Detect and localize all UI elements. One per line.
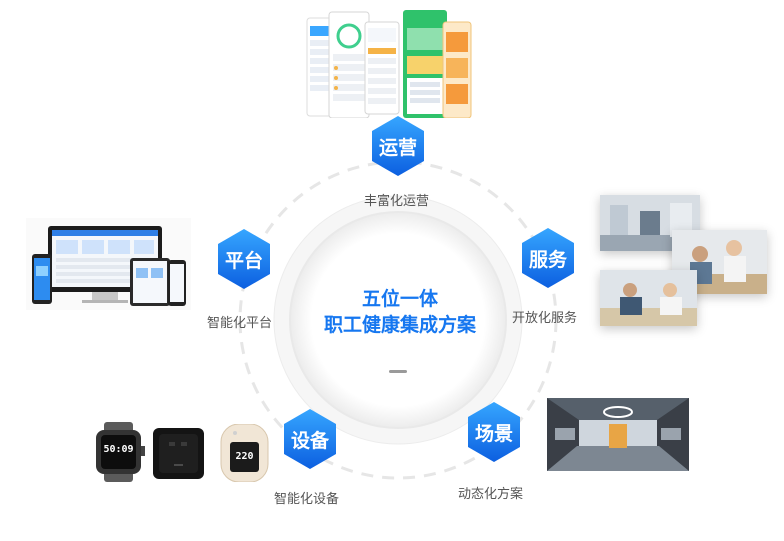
smart-scale-image <box>153 428 204 479</box>
node-service-caption: 开放化服务 <box>512 311 578 326</box>
meter-readout: 220 <box>235 451 254 462</box>
node-operation-caption: 丰富化运营 <box>364 194 430 209</box>
node-device-caption: 智能化设备 <box>274 492 340 507</box>
watch-time-readout: 50:09 <box>103 444 134 455</box>
node-scene-label: 场景 <box>474 422 513 445</box>
center-divider <box>389 370 407 373</box>
hexagon-shape <box>468 402 520 462</box>
service-photo-3 <box>600 270 697 326</box>
smartwatch-image: 50:09 <box>92 422 145 482</box>
node-platform[interactable]: 平台 <box>213 228 275 290</box>
node-service[interactable]: 服务 <box>517 227 579 289</box>
node-scene[interactable]: 场景 <box>463 401 525 463</box>
node-operation[interactable]: 运营 <box>367 115 429 177</box>
node-operation-label: 运营 <box>378 136 417 159</box>
hexagon-shape <box>218 229 270 289</box>
node-device-label: 设备 <box>290 429 329 452</box>
node-service-label: 服务 <box>528 248 567 271</box>
node-scene-caption: 动态化方案 <box>458 487 524 502</box>
hexagon-shape <box>522 228 574 288</box>
hexagon-shape <box>284 409 336 469</box>
node-device[interactable]: 设备 <box>279 408 341 470</box>
hexagon-shape <box>372 116 424 176</box>
inner-disc <box>289 211 507 429</box>
health-meter-image: 220 <box>219 424 270 482</box>
scene-room-image <box>547 398 689 471</box>
app-screenshots-image <box>305 8 473 118</box>
center-title: 五位一体 职工健康集成方案 <box>290 286 510 338</box>
center-title-line1: 五位一体 <box>361 288 438 310</box>
platform-devices-image <box>26 218 191 310</box>
node-platform-label: 平台 <box>224 249 263 272</box>
node-platform-caption: 智能化平台 <box>207 316 273 331</box>
center-title-line2: 职工健康集成方案 <box>323 314 476 336</box>
